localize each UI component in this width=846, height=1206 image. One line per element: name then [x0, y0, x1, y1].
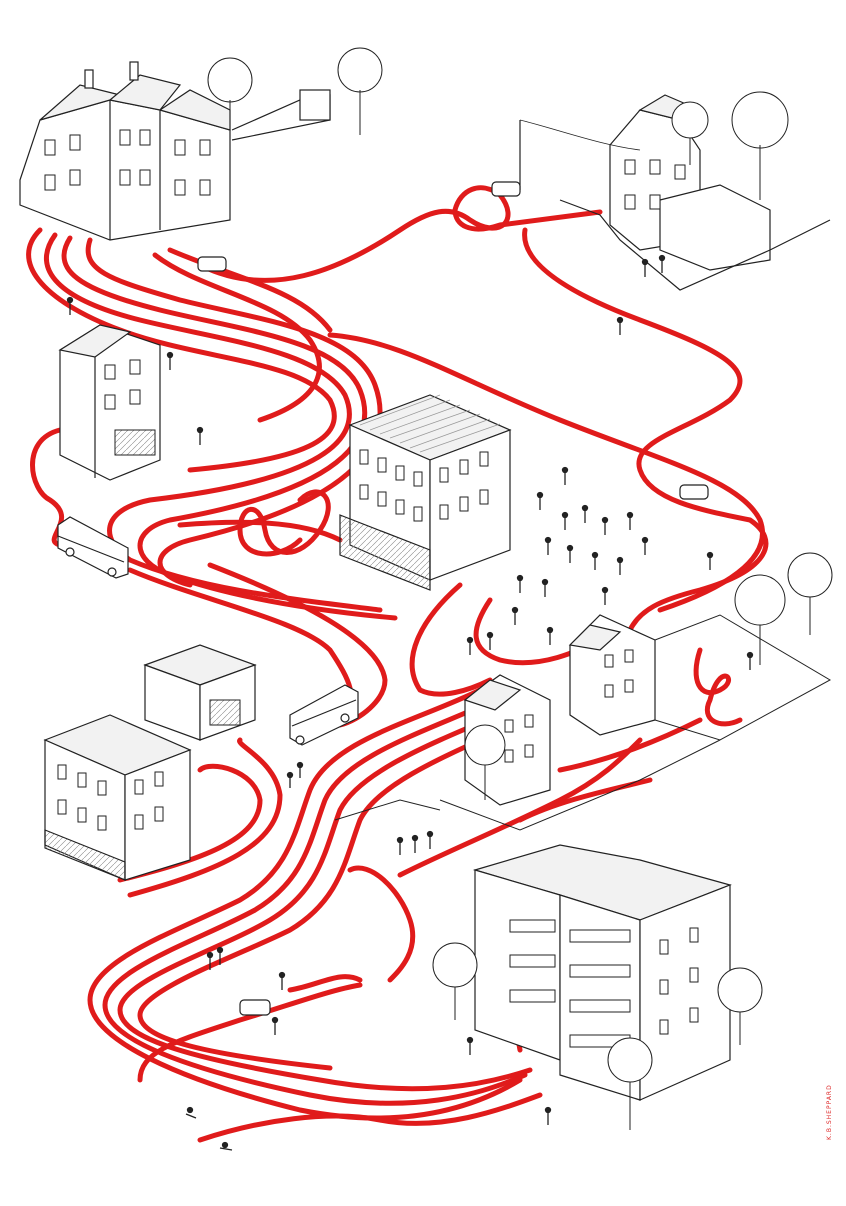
person-icon — [468, 638, 473, 656]
car-top — [198, 257, 226, 271]
person-icon — [593, 553, 598, 571]
person-icon — [563, 513, 568, 531]
person-icon — [603, 518, 608, 536]
tree-icon — [338, 48, 382, 135]
person-icon — [280, 973, 285, 991]
tree-icon — [735, 575, 785, 665]
person-icon — [538, 493, 543, 511]
route-path — [33, 430, 62, 545]
person-icon — [563, 468, 568, 486]
person-icon — [708, 553, 713, 571]
person-icon — [186, 1108, 196, 1119]
car-right — [680, 485, 708, 499]
car-top-right — [492, 182, 520, 196]
person-icon — [748, 653, 753, 671]
route-path — [525, 230, 766, 630]
tree-icon — [788, 553, 832, 635]
tree-icon — [732, 92, 788, 200]
shop-block-left — [45, 715, 190, 880]
person-icon — [628, 513, 633, 531]
person-icon — [168, 353, 173, 371]
person-icon — [546, 538, 551, 556]
person-icon — [220, 1143, 232, 1151]
person-icon — [546, 1108, 551, 1126]
person-icon — [298, 763, 303, 779]
person-icon — [543, 580, 548, 598]
person-icon — [513, 608, 518, 626]
twin-villas-center-right — [465, 615, 655, 805]
person-icon — [603, 588, 608, 606]
person-icon — [398, 838, 403, 856]
person-icon — [413, 836, 418, 854]
person-icon — [468, 1038, 473, 1056]
car-bottom — [240, 1000, 270, 1015]
double-decker-bus-left — [58, 517, 128, 578]
person-icon — [643, 538, 648, 556]
double-decker-bus-center — [290, 685, 358, 745]
person-icon — [660, 256, 665, 274]
person-icon — [488, 633, 493, 651]
artist-signature: K.B.SHEPPARD — [826, 1060, 840, 1140]
route-path — [696, 650, 740, 724]
person-icon — [548, 628, 553, 646]
tree-icon — [433, 943, 477, 1020]
person-icon — [618, 558, 623, 576]
townhouse-left — [60, 325, 160, 480]
person-icon — [428, 832, 433, 850]
person-icon — [568, 546, 573, 564]
person-icon — [518, 576, 523, 594]
person-icon — [583, 506, 588, 524]
warehouse-left — [145, 645, 255, 740]
person-icon — [288, 773, 293, 789]
route-path — [350, 868, 413, 980]
person-icon — [198, 428, 203, 446]
apartment-block-bottom — [475, 845, 730, 1100]
corner-office-center — [340, 395, 510, 590]
person-icon — [643, 260, 648, 278]
person-icon — [273, 1018, 278, 1036]
person-icon — [618, 318, 623, 336]
terraced-houses-top-left — [20, 62, 330, 240]
